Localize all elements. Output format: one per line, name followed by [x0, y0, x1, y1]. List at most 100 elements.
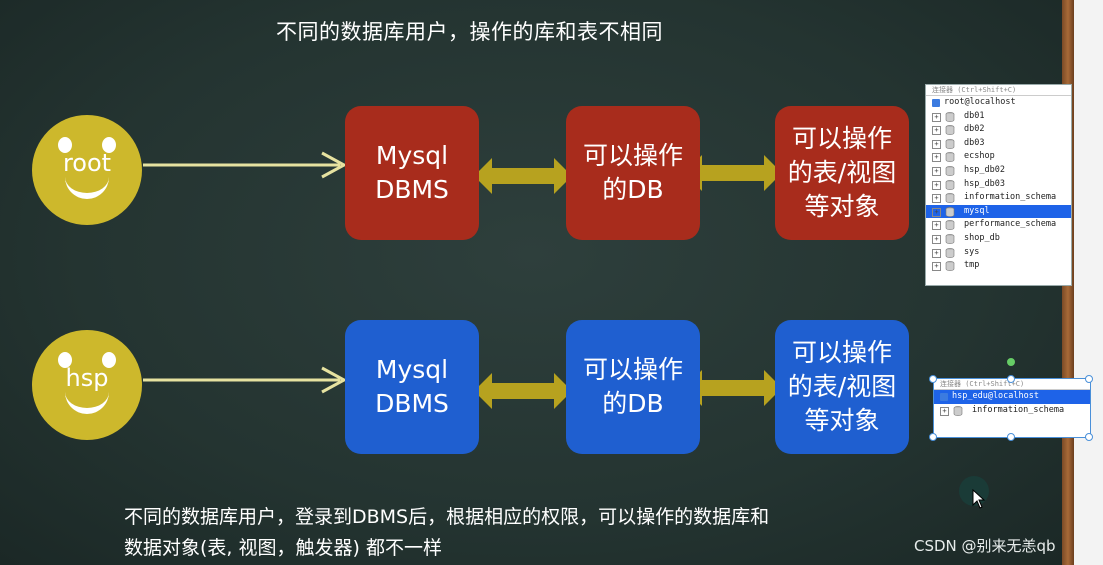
tree-item-label: db01	[964, 110, 985, 121]
explanation-note: 不同的数据库用户，登录到DBMS后，根据相应的权限，可以操作的数据库和 数据对象…	[124, 502, 964, 564]
hsp-double-arrow-2	[684, 370, 782, 406]
tree-item[interactable]: + hsp_db02	[926, 164, 1071, 178]
database-icon	[953, 405, 963, 416]
note-line-2: 数据对象(表, 视图，触发器) 都不一样	[124, 537, 442, 559]
tree-item-label: ecshop	[964, 151, 995, 162]
hsp-tree-rows: hsp_edu@localhost+ information_schema	[934, 390, 1090, 417]
server-icon	[940, 393, 948, 401]
hsp-arrow-head	[321, 366, 348, 394]
diagram-title: 不同的数据库用户，操作的库和表不相同	[276, 20, 663, 44]
hsp-user-icon: hsp	[32, 330, 142, 440]
watermark: CSDN @别来无恙qb	[914, 537, 1056, 555]
root-user-label: root	[62, 149, 112, 177]
root-user-icon: root	[32, 115, 142, 225]
tree-item-label: tmp	[964, 260, 980, 271]
root-dbms-label: Mysql DBMS	[375, 141, 449, 204]
root-objects-label: 可以操作 的表/视图 等对象	[787, 124, 897, 221]
tree-item-label: hsp_db02	[964, 164, 1005, 175]
chalkboard	[0, 0, 1062, 565]
resize-handle[interactable]	[1085, 375, 1093, 383]
database-icon	[945, 234, 955, 244]
expand-icon[interactable]: +	[932, 180, 941, 190]
hsp-user-label: hsp	[65, 364, 109, 392]
tree-item-label: sys	[964, 246, 980, 257]
tree-item-label: db03	[964, 137, 985, 148]
expand-icon[interactable]: +	[932, 234, 941, 244]
connection-label: hsp_edu@localhost	[952, 391, 1039, 401]
root-double-arrow-2	[684, 155, 782, 191]
resize-handle[interactable]	[1085, 433, 1093, 441]
server-icon	[932, 99, 940, 107]
tree-item-label: mysql	[964, 205, 990, 216]
connection-row[interactable]: root@localhost	[926, 96, 1071, 110]
tree-header: 连接器 (Ctrl+Shift+C)	[934, 379, 1090, 390]
tree-item[interactable]: + ecshop	[926, 150, 1071, 164]
database-icon	[945, 261, 955, 272]
tree-item[interactable]: + sys	[926, 246, 1071, 260]
hsp-db-label: 可以操作 的DB	[582, 355, 683, 418]
resize-handle[interactable]	[1007, 433, 1015, 441]
tree-item-label: performance_schema	[964, 219, 1057, 230]
root-db-box: 可以操作 的DB	[566, 106, 700, 240]
tree-item[interactable]: + mysql	[926, 204, 1071, 219]
tree-item[interactable]: + db01	[926, 110, 1071, 124]
hsp-objects-box: 可以操作 的表/视图 等对象	[775, 320, 909, 454]
expand-icon[interactable]: +	[932, 207, 941, 217]
expand-icon[interactable]: +	[932, 262, 941, 272]
expand-icon[interactable]: +	[932, 221, 941, 231]
database-icon	[945, 125, 955, 136]
root-double-arrow-1	[474, 158, 572, 194]
database-icon	[945, 193, 955, 204]
page-margin	[1074, 0, 1103, 565]
root-connection-tree: 连接器 (Ctrl+Shift+C) root@localhost+db01+d…	[925, 84, 1072, 286]
expand-icon[interactable]: +	[932, 153, 941, 163]
database-icon	[945, 179, 955, 190]
hsp-db-box: 可以操作 的DB	[566, 320, 700, 454]
tree-item[interactable]: + tmp	[926, 259, 1071, 273]
expand-icon[interactable]: +	[932, 112, 941, 122]
tree-item-label: db02	[964, 124, 985, 135]
database-icon	[945, 247, 955, 258]
tree-item[interactable]: +information_schema	[926, 191, 1071, 205]
connection-label: root@localhost	[944, 97, 1016, 107]
note-line-1: 不同的数据库用户，登录到DBMS后，根据相应的权限，可以操作的数据库和	[124, 506, 770, 528]
tree-item[interactable]: + db03	[926, 137, 1071, 151]
expand-icon[interactable]: +	[932, 166, 941, 176]
database-icon	[945, 152, 955, 163]
root-arrow-head	[321, 151, 348, 179]
database-icon	[945, 166, 955, 176]
hsp-objects-label: 可以操作 的表/视图 等对象	[787, 338, 897, 435]
mouse-cursor-icon	[972, 489, 986, 509]
root-dbms-box: Mysql DBMS	[345, 106, 479, 240]
resize-handle[interactable]	[1007, 358, 1015, 366]
database-icon	[945, 206, 955, 217]
expand-icon[interactable]: +	[932, 139, 941, 149]
database-icon	[945, 111, 955, 122]
tree-item[interactable]: +shop_db	[926, 232, 1071, 246]
root-tree-rows: root@localhost+db01+db02+db03+ecshop+hsp…	[926, 96, 1071, 273]
resize-handle[interactable]	[929, 433, 937, 441]
tree-item[interactable]: + performance_schema	[926, 218, 1071, 232]
resize-handle[interactable]	[929, 375, 937, 383]
expand-icon[interactable]: +	[932, 194, 941, 204]
root-db-label: 可以操作 的DB	[582, 141, 683, 204]
connection-row[interactable]: hsp_edu@localhost	[934, 390, 1090, 404]
tree-item-label: information_schema	[972, 404, 1065, 415]
root-objects-box: 可以操作 的表/视图 等对象	[775, 106, 909, 240]
database-icon	[945, 220, 955, 231]
tree-header: 连接器 (Ctrl+Shift+C)	[926, 85, 1071, 96]
tree-item[interactable]: + information_schema	[934, 404, 1090, 418]
expand-icon[interactable]: +	[932, 248, 941, 258]
tree-item[interactable]: + hsp_db03	[926, 178, 1071, 192]
hsp-double-arrow-1	[474, 373, 572, 409]
hsp-dbms-label: Mysql DBMS	[375, 355, 449, 418]
expand-icon[interactable]: +	[940, 406, 949, 416]
hsp-connection-tree: 连接器 (Ctrl+Shift+C) hsp_edu@localhost+ inf…	[933, 378, 1091, 438]
tree-item[interactable]: + db02	[926, 123, 1071, 137]
expand-icon[interactable]: +	[932, 126, 941, 136]
tree-item-label: hsp_db03	[964, 178, 1005, 189]
hsp-dbms-box: Mysql DBMS	[345, 320, 479, 454]
database-icon	[945, 138, 955, 149]
resize-handle[interactable]	[1007, 375, 1015, 383]
